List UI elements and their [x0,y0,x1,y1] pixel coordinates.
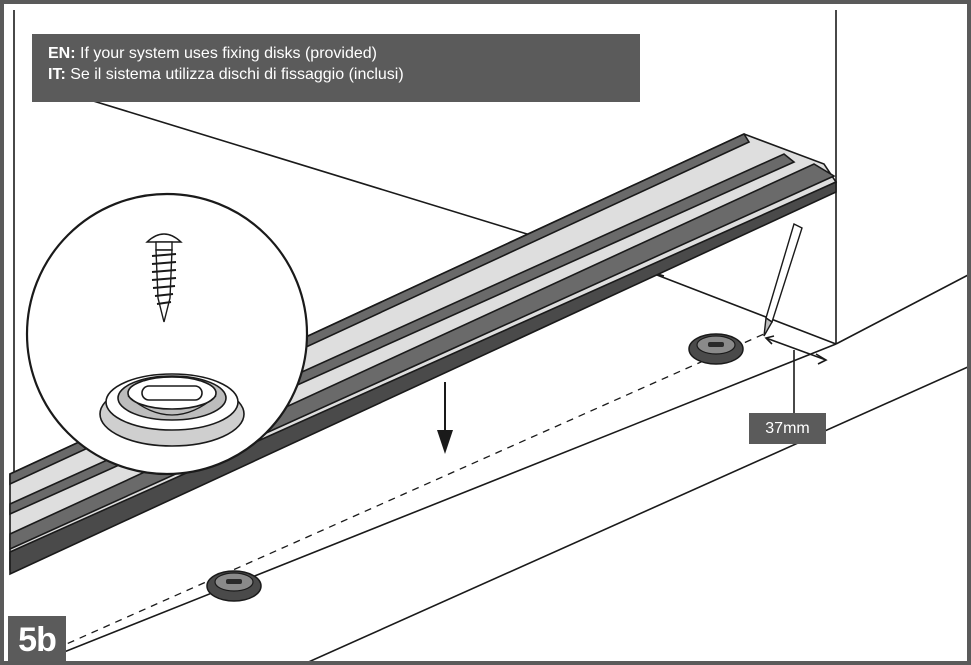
fixing-disk-icon [99,373,245,447]
pencil-icon [763,223,803,337]
caption-it-prefix: IT: [48,66,66,83]
fixing-disk-icon [206,570,262,602]
screw-icon [145,233,183,323]
measurement-label: 37mm [749,413,826,444]
caption-english-line: EN: If your system uses fixing disks (pr… [48,43,628,64]
step-number-badge: 5b [8,616,66,661]
instruction-caption: EN: If your system uses fixing disks (pr… [32,34,640,102]
caption-en-text: If your system uses fixing disks (provid… [75,45,377,62]
alignment-dashed-line [43,333,765,655]
down-arrow-icon [437,382,453,454]
caption-it-text: Se il sistema utilizza dischi di fissagg… [65,66,404,83]
installation-scene [9,10,967,661]
fixing-disk-icon [688,333,744,365]
caption-en-prefix: EN: [48,45,76,62]
wall-outline [13,10,967,661]
caption-italian-line: IT: Se il sistema utilizza dischi di fis… [48,64,628,85]
dimension-arrow [764,335,828,414]
